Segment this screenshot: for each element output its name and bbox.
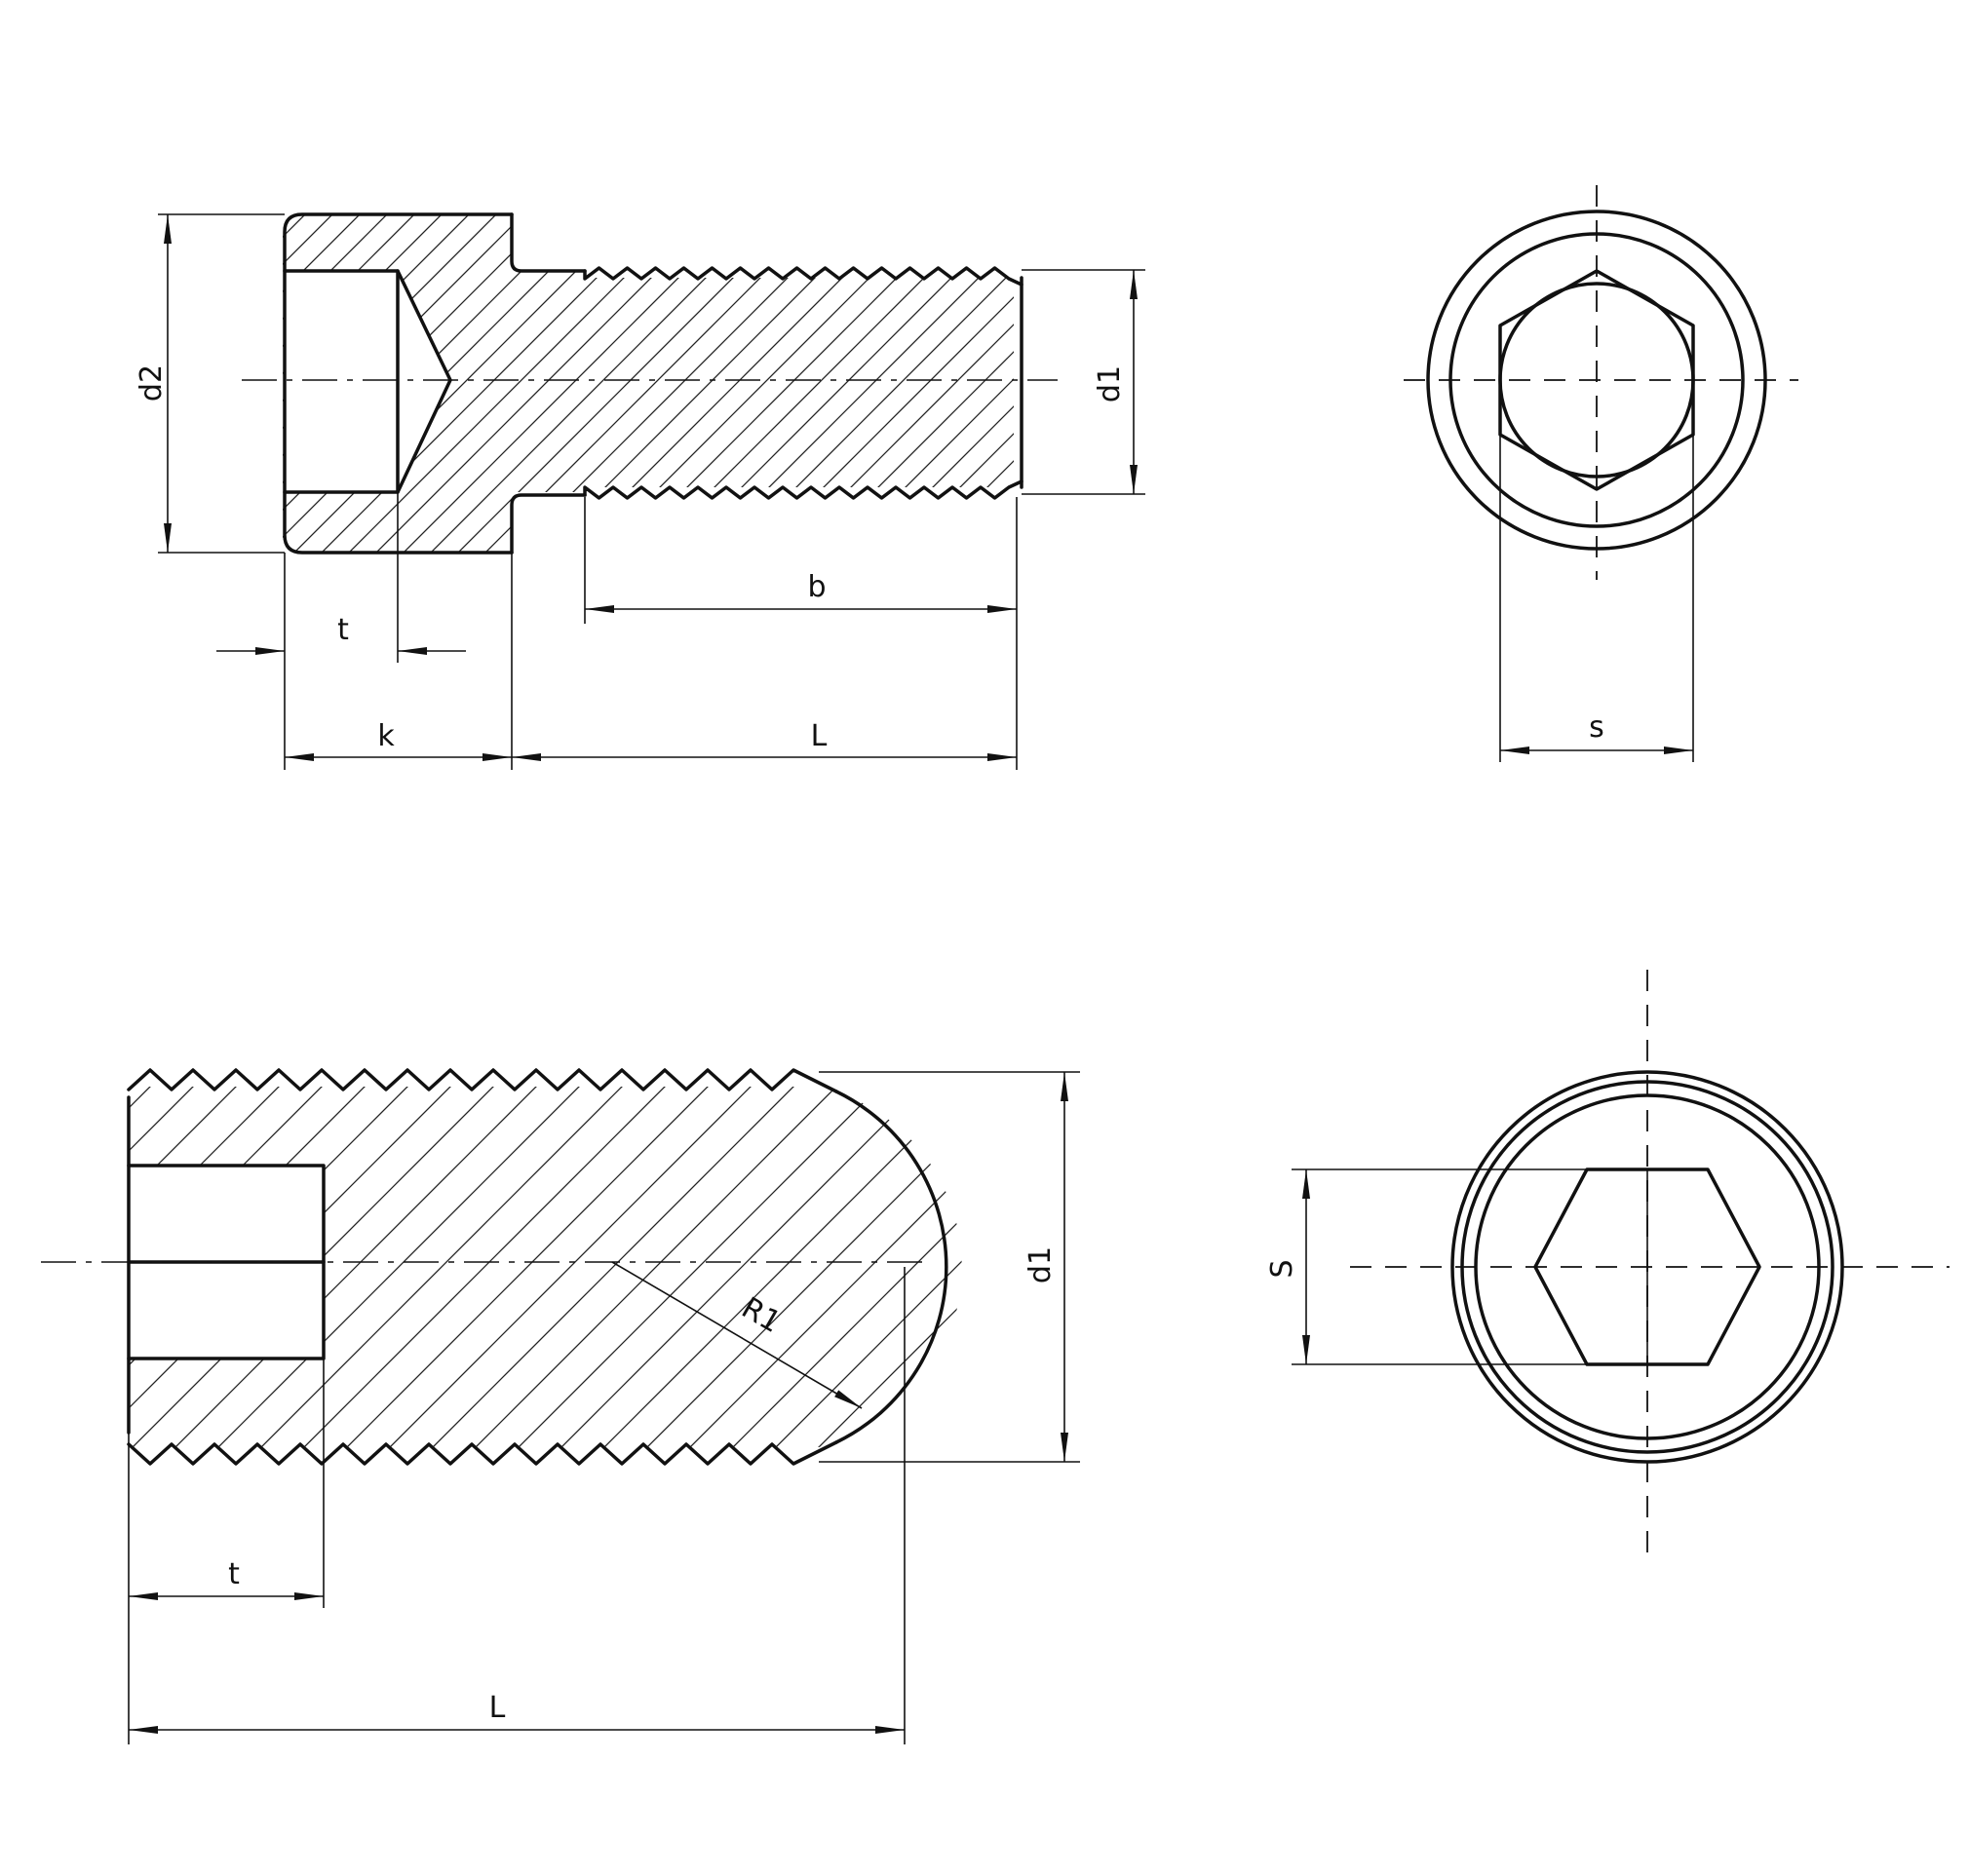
dimension-S: S	[1265, 1168, 1708, 1365]
dimension-d2: d2	[135, 213, 285, 554]
side-view-set-screw: R1 d1 t L	[41, 1068, 1080, 1744]
rounded-end	[834, 1090, 948, 1444]
neck-outline	[510, 212, 587, 555]
label-S: S	[1265, 1259, 1299, 1278]
end-view-set-screw: S	[1265, 970, 1950, 1564]
dimension-L: L	[129, 1267, 906, 1744]
label-k: k	[377, 719, 395, 753]
dimension-t: t	[216, 492, 466, 770]
label-d1: d1	[1023, 1246, 1058, 1283]
label-R1: R1	[736, 1291, 787, 1340]
side-view-cap-screw: d2 d1 b t k L	[135, 212, 1145, 770]
label-L: L	[811, 719, 828, 753]
label-s: s	[1589, 710, 1604, 745]
dimension-R1: R1	[611, 1261, 863, 1409]
thread-lower	[127, 1440, 838, 1466]
end-view-cap-screw: s	[1404, 185, 1798, 762]
label-d1: d1	[1093, 365, 1127, 402]
dimension-t: t	[128, 1359, 325, 1744]
head-outline	[283, 212, 514, 555]
label-d2: d2	[135, 364, 169, 402]
label-t: t	[228, 1557, 240, 1591]
dimension-d1: d1	[819, 1071, 1080, 1463]
dimension-b: b	[584, 497, 1018, 770]
dimension-d1: d1	[1022, 269, 1145, 495]
thread-upper	[583, 266, 1023, 287]
thread-upper	[127, 1068, 838, 1093]
section-hatching	[283, 214, 1014, 553]
label-b: b	[807, 570, 826, 604]
label-t: t	[337, 613, 349, 647]
label-L: L	[489, 1691, 506, 1725]
thread-lower	[583, 479, 1023, 500]
dimension-s: s	[1499, 325, 1694, 762]
dimension-k-L: k L	[285, 553, 1017, 770]
